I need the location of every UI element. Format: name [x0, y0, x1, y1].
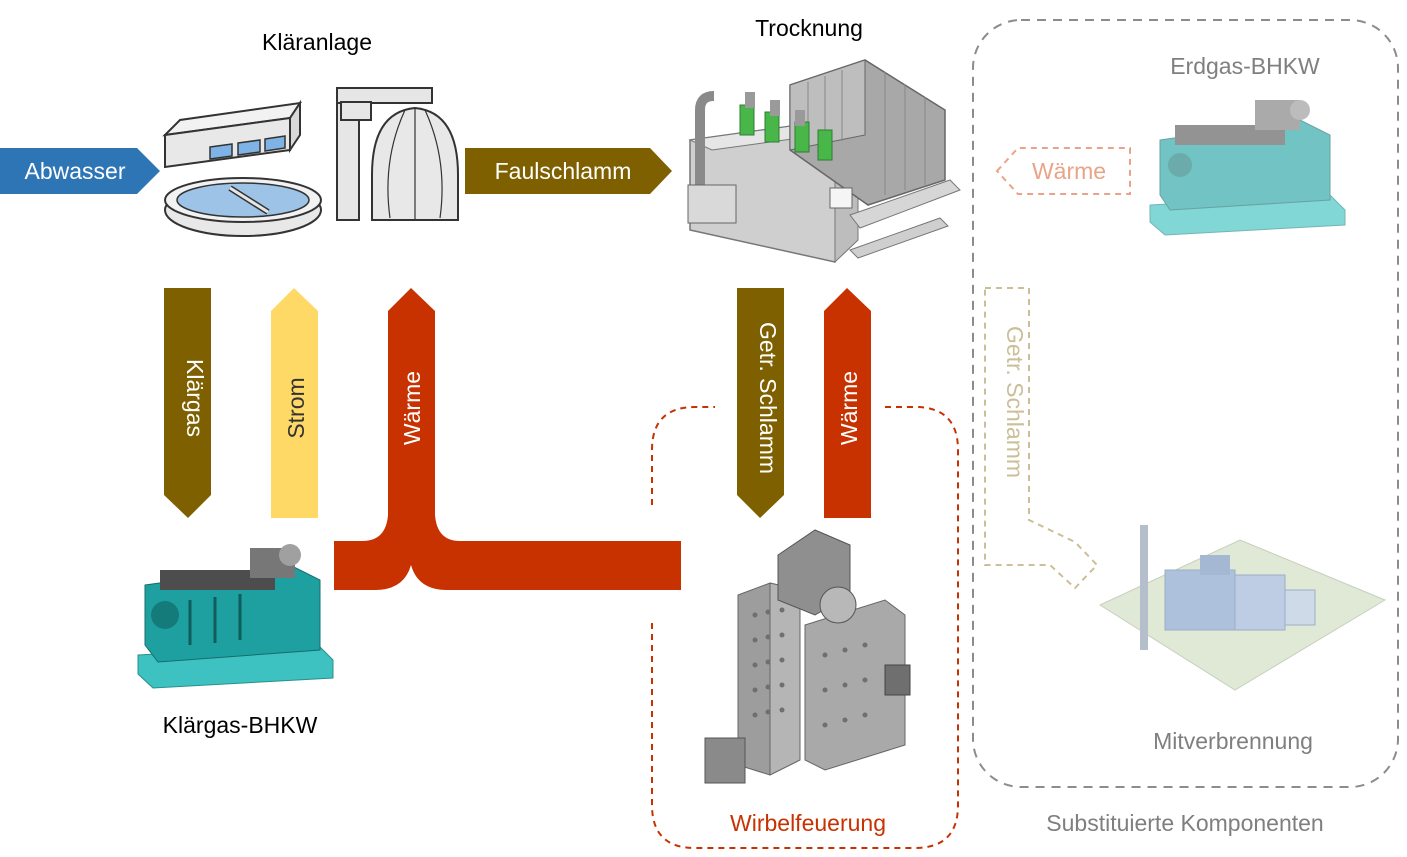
klaeranlage-illustration [162, 87, 459, 237]
klaergas-label: Klärgas [182, 359, 208, 437]
waerme-left-arrow [334, 288, 681, 590]
getr-schlamm-faded-label: Getr. Schlamm [1002, 326, 1028, 478]
title-klaergas-bhkw: Klärgas-BHKW [163, 712, 318, 738]
substituted-components-box [972, 19, 1399, 788]
trocknung-illustration [687, 59, 961, 264]
klaergas-arrow [164, 288, 211, 518]
abwasser-arrow [0, 148, 160, 194]
title-wirbelfeuerung: Wirbelfeuerung [730, 810, 886, 836]
getr-schlamm-faded-arrow [984, 287, 1099, 590]
waerme-left-label: Wärme [399, 371, 425, 445]
title-trocknung: Trocknung [755, 15, 863, 41]
getr-schlamm-arrow [737, 288, 784, 518]
waerme-right-label: Wärme [836, 371, 862, 445]
erdgas-bhkw-illustration [1149, 100, 1346, 236]
strom-label: Strom [283, 377, 309, 438]
waerme-erdgas-label: Wärme [1032, 158, 1106, 184]
title-mitverbrennung: Mitverbrennung [1153, 728, 1313, 754]
wirbelfeuerung-box [651, 406, 959, 849]
abwasser-label: Abwasser [25, 158, 126, 184]
strom-arrow [271, 288, 318, 518]
title-klaeranlage: Kläranlage [262, 29, 372, 55]
faulschlamm-arrow [465, 148, 672, 194]
title-substituierte-komponenten: Substituierte Komponenten [1046, 810, 1323, 836]
title-erdgas-bhkw: Erdgas-BHKW [1170, 53, 1320, 79]
wirbelfeuerung-illustration [704, 529, 911, 784]
waerme-erdgas-arrow [995, 147, 1131, 195]
getr-schlamm-label: Getr. Schlamm [755, 322, 781, 474]
faulschlamm-label: Faulschlamm [495, 158, 632, 184]
klaergas-bhkw-illustration [137, 544, 334, 689]
waerme-right-arrow [824, 288, 871, 518]
mitverbrennung-illustration [1098, 525, 1387, 691]
